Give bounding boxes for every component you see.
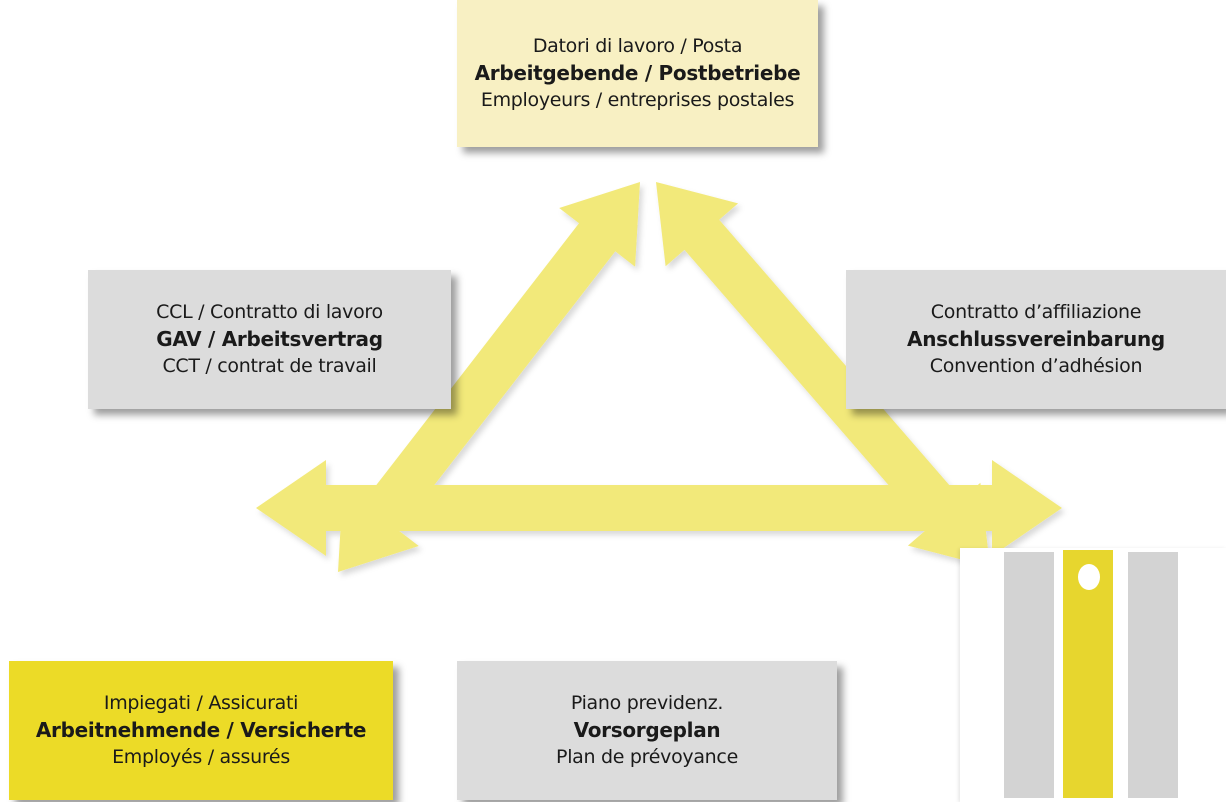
logo-dot	[1078, 564, 1100, 590]
plan-label-fr: Plan de prévoyance	[556, 746, 738, 768]
employees-label-it: Impiegati / Assicurati	[103, 692, 299, 714]
plan-box: Piano previdenz. Vorsorgeplan Plan de pr…	[457, 661, 837, 800]
affiliation-label-de: Anschlussvereinbarung	[907, 327, 1165, 351]
work-contract-box: CCL / Contratto di lavoro GAV / Arbeitsv…	[88, 270, 451, 409]
employees-label-fr: Employés / assurés	[112, 746, 290, 768]
logo-bar-right	[1128, 552, 1178, 798]
logo-bar-middle	[1063, 550, 1113, 798]
employers-label-fr: Employeurs / entreprises postales	[480, 89, 795, 111]
employers-label-it: Datori di lavoro / Posta	[532, 35, 743, 57]
three-bars-logo-icon	[960, 548, 1226, 802]
plan-label-de: Vorsorgeplan	[573, 718, 721, 742]
work-contract-label-it: CCL / Contratto di lavoro	[156, 301, 383, 323]
logo-bar-left	[1004, 552, 1054, 798]
plan-label-it: Piano previdenz.	[570, 692, 724, 714]
affiliation-label-fr: Convention d’adhésion	[929, 355, 1143, 377]
affiliation-box: Contratto d’affiliazione Anschlussverein…	[846, 270, 1226, 409]
employers-label-de: Arbeitgebende / Postbetriebe	[474, 61, 801, 85]
affiliation-label-it: Contratto d’affiliazione	[930, 301, 1142, 323]
employees-box: Impiegati / Assicurati Arbeitnehmende / …	[9, 661, 393, 800]
work-contract-label-fr: CCT / contrat de travail	[162, 355, 377, 377]
employers-box: Datori di lavoro / Posta Arbeitgebende /…	[457, 0, 818, 147]
work-contract-label-de: GAV / Arbeitsvertrag	[156, 327, 383, 351]
employees-label-de: Arbeitnehmende / Versicherte	[35, 718, 367, 742]
arrow-employees-employers	[338, 182, 640, 572]
arrow-employers-plan	[656, 182, 990, 567]
arrow-employees-plan	[256, 460, 1062, 556]
